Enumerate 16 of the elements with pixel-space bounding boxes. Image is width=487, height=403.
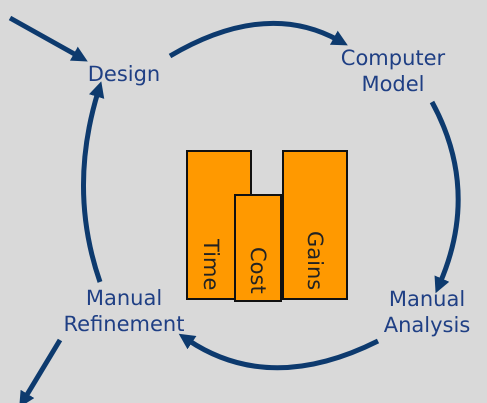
stage-label: Manual Analysis	[378, 283, 476, 341]
stage-label: Design	[78, 56, 170, 92]
bar	[282, 150, 348, 300]
bar-label: Cost	[246, 247, 270, 294]
curved-arrow	[8, 16, 88, 62]
bar	[186, 150, 234, 300]
bar	[234, 150, 282, 302]
bar-label: Time	[199, 238, 223, 290]
curved-arrow	[168, 20, 348, 58]
curved-arrow	[81, 81, 104, 283]
curved-arrow	[430, 100, 461, 294]
curved-arrow	[19, 338, 62, 403]
bar-label: Gains	[303, 230, 327, 290]
stage-label: Computer Model	[338, 40, 448, 102]
stage-label: Manual Refinement	[60, 282, 188, 340]
curved-arrow	[178, 334, 380, 370]
